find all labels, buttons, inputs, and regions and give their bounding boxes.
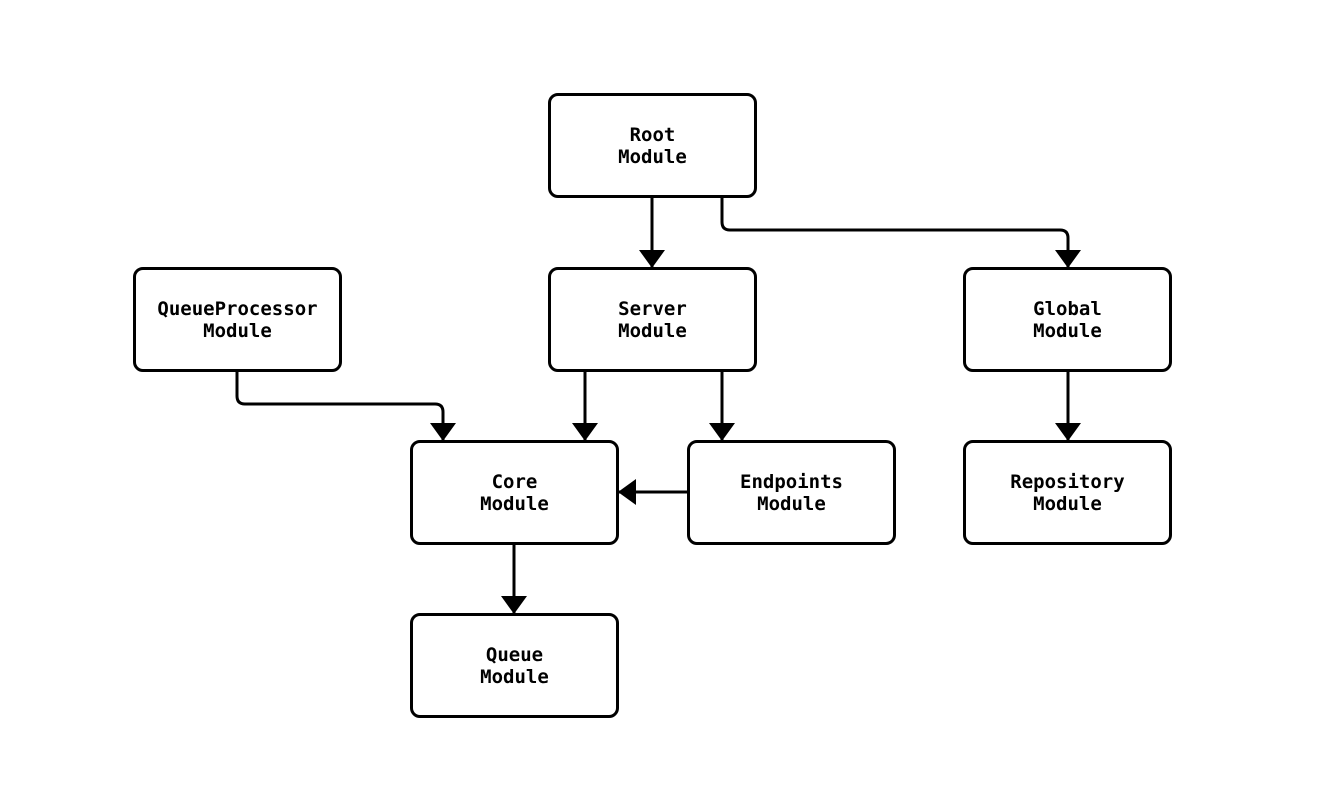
edges-group xyxy=(235,198,1081,614)
node-label: Global Module xyxy=(1033,297,1102,342)
edge-queueprocessor-to-core xyxy=(235,372,456,441)
node-core-module: Core Module xyxy=(410,440,619,545)
node-repository-module: Repository Module xyxy=(963,440,1172,545)
edge-root-to-global xyxy=(720,198,1081,268)
node-label: Endpoints Module xyxy=(740,470,843,515)
node-label: Root Module xyxy=(618,123,687,168)
node-root-module: Root Module xyxy=(548,93,757,198)
node-label: Queue Module xyxy=(480,643,549,688)
node-label: Server Module xyxy=(618,297,687,342)
node-queue-module: Queue Module xyxy=(410,613,619,718)
node-endpoints-module: Endpoints Module xyxy=(687,440,896,545)
node-global-module: Global Module xyxy=(963,267,1172,372)
node-label: Repository Module xyxy=(1010,470,1125,515)
node-queueprocessor-module: QueueProcessor Module xyxy=(133,267,342,372)
node-server-module: Server Module xyxy=(548,267,757,372)
node-label: Core Module xyxy=(480,470,549,515)
node-label: QueueProcessor Module xyxy=(157,297,318,342)
